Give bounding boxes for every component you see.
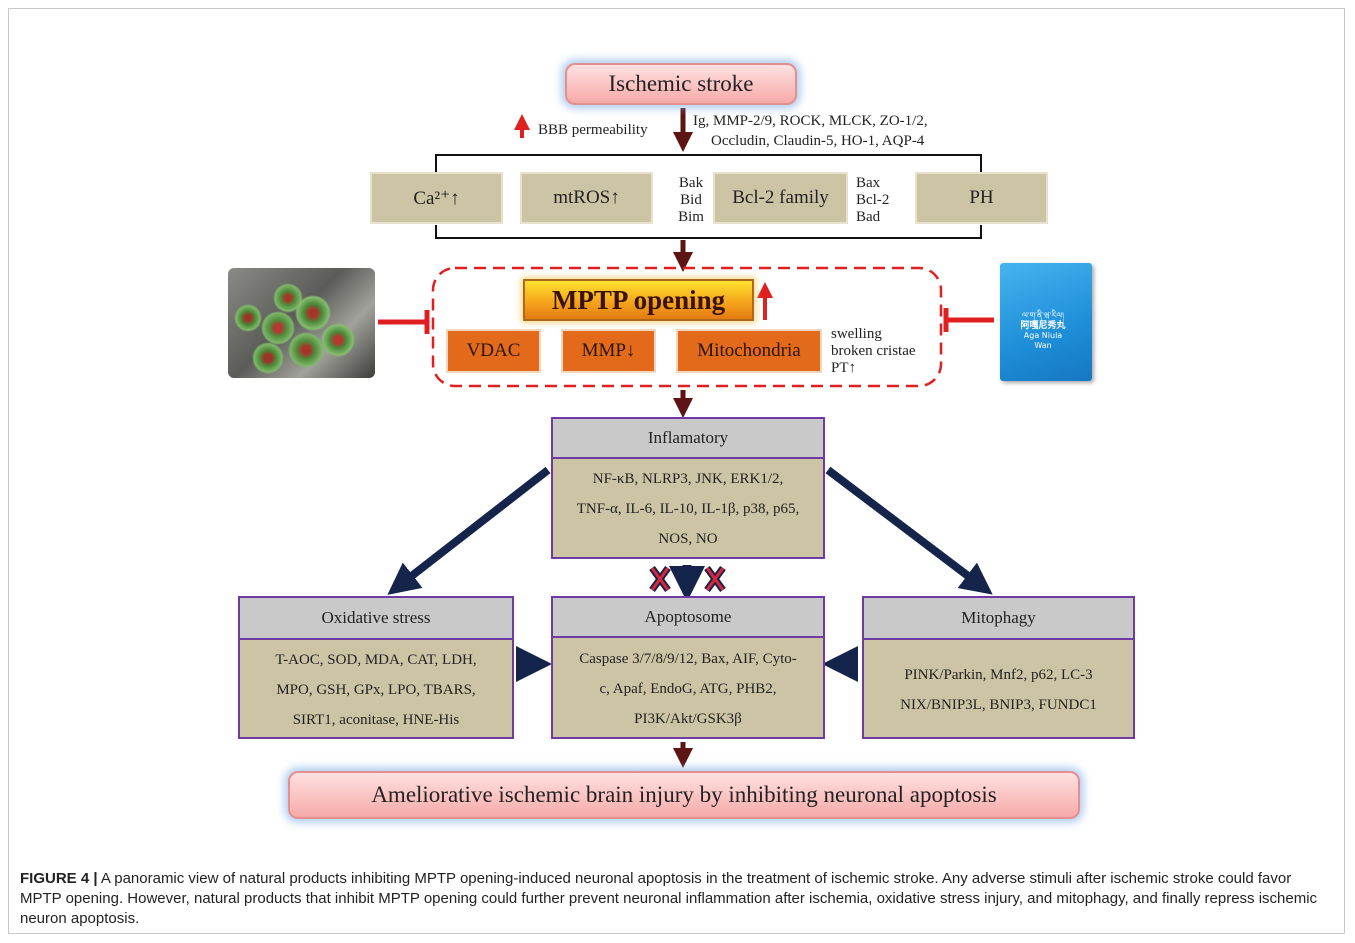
inflammatory-line-1: NF-κB, NLRP3, JNK, ERK1/2, (592, 471, 784, 487)
mtros-box: mtROS↑ (520, 172, 653, 224)
bcl2-family-box: Bcl-2 family (713, 172, 848, 224)
mitophagy-title: Mitophagy (864, 598, 1133, 640)
mmp-label: MMP↓ (581, 340, 636, 361)
mitochondria-label: Mitochondria (697, 340, 801, 361)
oxidative-stress-title: Oxidative stress (240, 598, 512, 640)
protein-bcl2: Bcl-2 (856, 192, 890, 208)
factors-bracket-bottom (435, 225, 982, 239)
arrow-to-mitophagy (825, 466, 993, 595)
vdac-box: VDAC (446, 329, 541, 373)
apoptosome-title: Apoptosome (553, 598, 823, 638)
inflammatory-line-2: TNF-α, IL-6, IL-10, IL-1β, p38, p65, (576, 501, 800, 517)
calcium-label: Ca²⁺↑ (413, 187, 460, 209)
mitophagy-line-2: NIX/BNIP3L, BNIP3, FUNDC1 (900, 696, 1097, 713)
protein-bak: Bak (678, 175, 704, 191)
oxidative-line-2: MPO, GSH, GPx, LPO, TBARS, (276, 681, 476, 698)
inflammatory-panel: Inflamatory NF-κB, NLRP3, JNK, ERK1/2, T… (551, 417, 825, 559)
packet-text-latin: Aga Niula Wan (1023, 331, 1063, 350)
bbb-permeability-label: BBB permeability (538, 122, 648, 138)
effect-swelling: swelling (831, 326, 882, 342)
caption-label: FIGURE 4 | (20, 870, 98, 887)
apoptosome-line-2: c, Apaf, EndoG, ATG, PHB2, (599, 680, 777, 697)
packet-text-tibetan: ལ་ག་ནི་ཝ་རིལ། (1022, 311, 1064, 320)
protein-bim: Bim (678, 209, 704, 225)
ischemic-stroke-label: Ischemic stroke (608, 71, 754, 96)
calcium-box: Ca²⁺↑ (370, 172, 503, 224)
effect-broken-cristae: broken cristae (831, 343, 916, 359)
inflammatory-line-3: NOS, NO (658, 531, 718, 547)
protein-bad: Bad (856, 209, 881, 225)
protein-bid: Bid (680, 192, 702, 208)
result-label: Ameliorative ischemic brain injury by in… (371, 782, 997, 807)
mitochondria-box: Mitochondria (676, 329, 822, 373)
factors-bracket-top (435, 154, 982, 176)
arrow-to-oxidative (387, 466, 551, 595)
packet-text-chinese: 阿嘎尼秀丸 (1020, 321, 1066, 331)
bcl2-family-label: Bcl-2 family (732, 187, 829, 208)
vdac-label: VDAC (466, 340, 521, 361)
apoptosome-line-3: PI3K/Akt/GSK3β (634, 710, 742, 727)
mitochondria-effects: swelling broken cristae PT↑ (831, 326, 941, 377)
figure-frame (8, 8, 1345, 934)
effect-pt: PT↑ (831, 360, 857, 376)
caption-text: A panoramic view of natural products inh… (20, 870, 1318, 927)
mptp-region (431, 266, 943, 388)
mitophagy-line-1: PINK/Parkin, Mnf2, p62, LC-3 (904, 666, 1093, 683)
plant-photo (228, 268, 375, 378)
protein-bax: Bax (856, 175, 881, 191)
cross-mark-left (649, 565, 671, 593)
bbb-markers-line-2: Occludin, Claudin-5, HO-1, AQP-4 (711, 133, 925, 149)
medicine-packet-photo: ལ་ག་ནི་ཝ་རིལ། 阿嘎尼秀丸 Aga Niula Wan (1000, 263, 1092, 381)
ph-box: PH (915, 172, 1048, 224)
ph-label: PH (969, 187, 994, 208)
inflammatory-title: Inflamatory (553, 419, 823, 459)
bcl2-right-proteins: Bax Bcl-2 Bad (856, 175, 906, 226)
oxidative-stress-panel: Oxidative stress T-AOC, SOD, MDA, CAT, L… (238, 596, 514, 739)
mmp-box: MMP↓ (561, 329, 656, 373)
oxidative-line-3: SIRT1, aconitase, HNE-His (292, 711, 460, 728)
mtros-label: mtROS↑ (553, 187, 620, 208)
ischemic-stroke-box: Ischemic stroke (565, 63, 797, 105)
mitophagy-markers: PINK/Parkin, Mnf2, p62, LC-3 NIX/BNIP3L,… (864, 640, 1133, 739)
cross-mark-right (704, 565, 726, 593)
apoptosome-markers: Caspase 3/7/8/9/12, Bax, AIF, Cyto- c, A… (553, 638, 823, 739)
apoptosome-line-1: Caspase 3/7/8/9/12, Bax, AIF, Cyto- (579, 650, 797, 667)
apoptosome-panel: Apoptosome Caspase 3/7/8/9/12, Bax, AIF,… (551, 596, 825, 739)
figure-caption: FIGURE 4 | A panoramic view of natural p… (20, 869, 1335, 929)
result-box: Ameliorative ischemic brain injury by in… (288, 771, 1080, 819)
inflammatory-markers: NF-κB, NLRP3, JNK, ERK1/2, TNF-α, IL-6, … (553, 459, 823, 559)
mptp-opening-label: MPTP opening (551, 284, 726, 315)
packet-label: ལ་ག་ནི་ཝ་རིལ། 阿嘎尼秀丸 Aga Niula Wan (1018, 311, 1068, 351)
mptp-opening-box: MPTP opening (523, 279, 754, 321)
bcl2-left-proteins: Bak Bid Bim (671, 175, 711, 226)
bbb-markers-line-1: Ig, MMP-2/9, ROCK, MLCK, ZO-1/2, (693, 113, 928, 129)
oxidative-stress-markers: T-AOC, SOD, MDA, CAT, LDH, MPO, GSH, GPx… (240, 640, 512, 739)
oxidative-line-1: T-AOC, SOD, MDA, CAT, LDH, (275, 651, 477, 668)
mitophagy-panel: Mitophagy PINK/Parkin, Mnf2, p62, LC-3 N… (862, 596, 1135, 739)
